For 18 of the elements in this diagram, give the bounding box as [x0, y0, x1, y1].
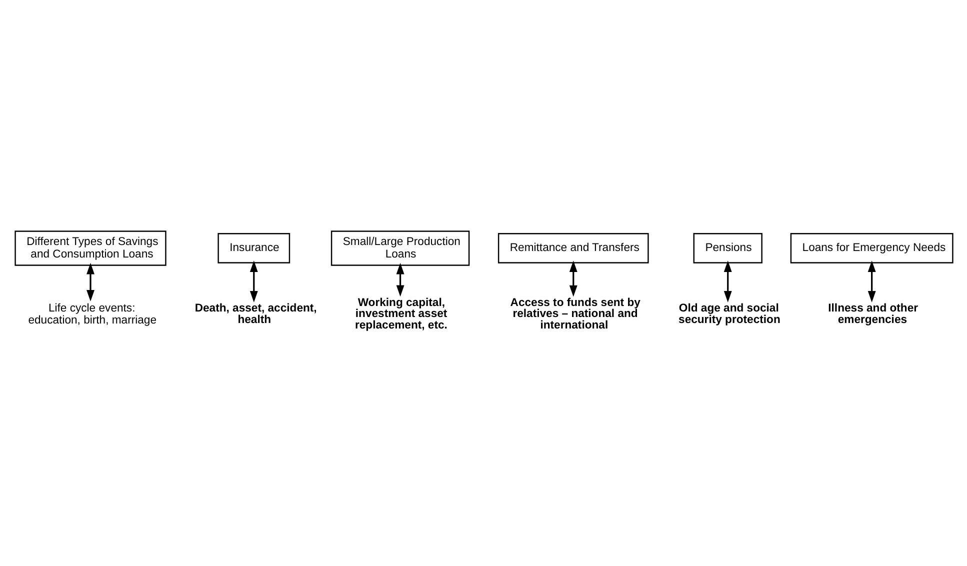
arrow	[723, 260, 732, 302]
node-text: Working capital, investment asset replacement, etc.	[354, 296, 447, 332]
node-box: Small/Large Production Loans	[330, 230, 470, 266]
node-text: Old age and social security protection	[678, 302, 780, 326]
node-text: Life cycle events: education, birth, marriage	[28, 302, 156, 327]
arrow	[86, 262, 94, 302]
node-box: Different Types of Savings and Consumption Loans	[14, 230, 166, 266]
arrow	[249, 260, 258, 302]
arrow	[568, 260, 577, 297]
node-text: Death, asset, accident, health	[194, 302, 316, 326]
arrow	[867, 260, 876, 302]
node-text: Illness and other emergencies	[828, 302, 918, 326]
arrow	[396, 262, 404, 297]
node-box: Insurance	[217, 233, 290, 264]
node-box: Remittance and Transfers	[497, 233, 648, 264]
node-box: Pensions	[692, 233, 762, 264]
node-text: Access to funds sent by relatives – national and international	[510, 296, 640, 332]
node-box: Loans for Emergency Needs	[790, 233, 953, 264]
